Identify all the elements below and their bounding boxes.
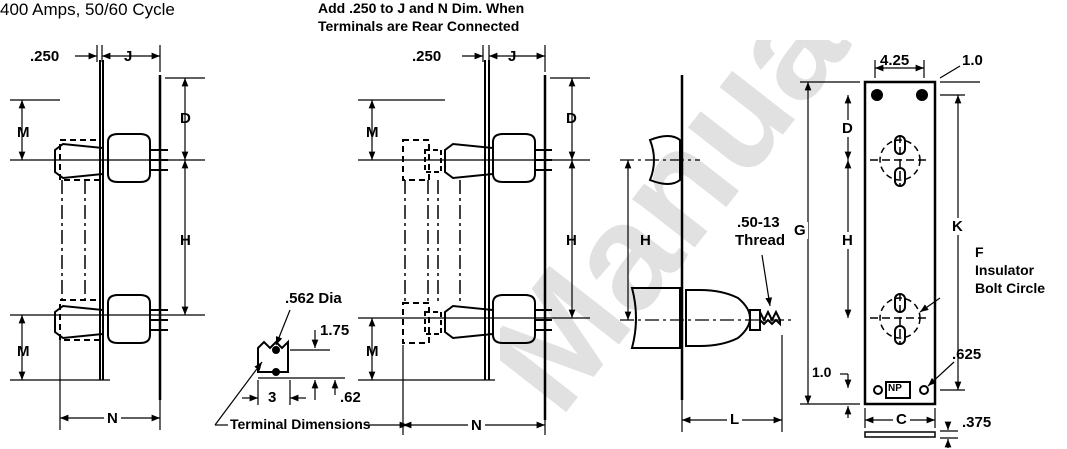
- plate-label-f: F: [975, 244, 984, 260]
- view1-dim-250: .250: [30, 48, 60, 65]
- rating-label: 400 Amps, 50/60 Cycle: [0, 0, 175, 19]
- view1-dim-m-bottom: M: [17, 343, 30, 360]
- note-line1: Add .250 to J and N Dim. When: [318, 0, 525, 16]
- view2-dim-j: J: [508, 48, 517, 65]
- terminal-dim-dia: .562 Dia: [285, 290, 342, 307]
- plate-drawing: [800, 60, 980, 448]
- insulator-line2: Bolt Circle: [975, 280, 1046, 296]
- terminal-caption: Terminal Dimensions: [230, 416, 371, 432]
- view2-dim-d: D: [566, 110, 577, 127]
- plate-dim-k: K: [950, 218, 965, 235]
- terminal-drawing: [214, 309, 408, 429]
- side-dim-h: H: [640, 232, 651, 249]
- plate-dim-375: .375: [962, 414, 992, 431]
- plate-dim-c: C: [893, 411, 910, 428]
- plate-dim-10-bottom: 1.0: [812, 364, 832, 380]
- thread-line1: .50-13: [737, 214, 780, 231]
- plate-dim-g: G: [792, 222, 808, 239]
- plate-dim-h: H: [840, 232, 855, 249]
- view2-drawing: [358, 45, 590, 435]
- view2-dim-m-top: M: [366, 124, 379, 141]
- view1-dim-h: H: [180, 232, 191, 249]
- view1-dim-d: D: [180, 110, 191, 127]
- plate-dim-10-top: 1.0: [962, 52, 983, 69]
- side-view-drawing: [620, 75, 795, 432]
- view2-dim-250: .250: [412, 48, 442, 65]
- side-dim-l: L: [727, 411, 743, 428]
- note-line2: Terminals are Rear Connected: [318, 18, 520, 34]
- view1-dim-m-top: M: [17, 124, 30, 141]
- plate-dim-d: D: [840, 120, 855, 137]
- terminal-dim-175: 1.75: [320, 322, 350, 339]
- view2-dim-h: H: [566, 232, 577, 249]
- thread-line2: Thread: [735, 232, 786, 249]
- view1-dim-n: N: [104, 410, 121, 427]
- nameplate-label: NP: [888, 383, 902, 394]
- view1-drawing: [10, 45, 205, 430]
- view2-dim-m-bottom: M: [366, 343, 379, 360]
- terminal-dim-62: .62: [340, 389, 361, 406]
- plate-dim-625: .625: [952, 346, 982, 363]
- plate-dim-425: 4.25: [880, 52, 910, 69]
- terminal-dim-3: 3: [268, 389, 277, 406]
- view2-dim-n: N: [468, 417, 485, 434]
- view1-dim-j: J: [124, 48, 133, 65]
- insulator-line1: Insulator: [975, 262, 1035, 278]
